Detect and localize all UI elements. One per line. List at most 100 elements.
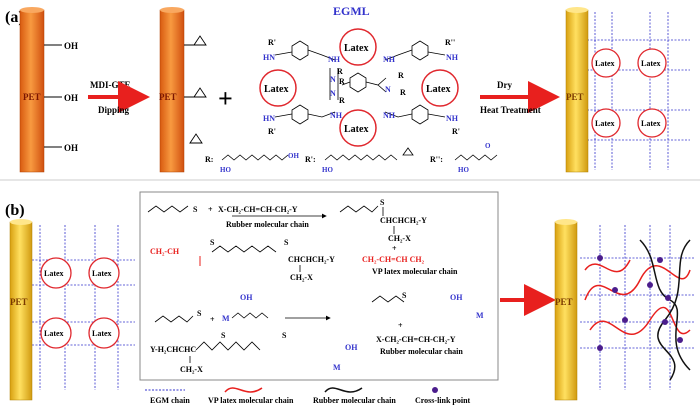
hn-label: HN: [263, 114, 275, 123]
m-label: M: [333, 363, 341, 372]
s-radical: S: [380, 198, 385, 207]
o-label: O: [485, 142, 491, 150]
latex-label: Latex: [595, 59, 615, 68]
legend: EGM chain VP latex molecular chain Rubbe…: [145, 387, 471, 405]
mechanism-reaction-1: S + X-CH₂-CH=CH-CH₂-Y Rubber molecular c…: [147, 198, 458, 276]
latex-label: Latex: [641, 59, 661, 68]
latex-label: Latex: [264, 84, 288, 95]
r1-label: R': [268, 38, 276, 47]
rubber-reagent-2-label: Rubber molecular chain: [380, 347, 463, 356]
ho-label: HO: [458, 166, 469, 174]
pet-label: PET: [566, 92, 584, 102]
oh-label: OH: [450, 293, 463, 302]
r-label: R: [337, 67, 343, 76]
n-label: N: [330, 89, 336, 98]
oh-label: OH: [64, 41, 78, 51]
pet-label: PET: [159, 92, 177, 102]
vp-left: CH₂-CH: [150, 247, 180, 256]
y-group: CHCHCH₂-Y: [288, 255, 335, 264]
r-label: R: [339, 77, 345, 86]
panel-a-label: (a): [5, 9, 24, 26]
oh-label: OH: [64, 143, 78, 153]
oh-label: OH: [240, 293, 253, 302]
arrow2-process: Heat Treatment: [480, 105, 541, 115]
egml-label: EGML: [333, 4, 370, 18]
legend-vp: VP latex molecular chain: [208, 396, 294, 405]
product2-left: Y-H₂CHCHC: [150, 345, 196, 354]
x-group: CH₂-X: [290, 273, 313, 282]
egml-latex-particles: Latex Latex Latex Latex: [259, 28, 459, 147]
product2-bottom: CH₂-X: [180, 365, 203, 374]
s-radical: S: [197, 309, 202, 318]
latex-label: Latex: [344, 43, 368, 54]
pet-label: PET: [23, 92, 41, 102]
product1-bottom: CH₂-X: [388, 234, 411, 243]
legend-r1: R':: [305, 155, 316, 164]
pet-label: PET: [10, 297, 28, 307]
mechanism-reaction-3: S + M OH S OH M + X-CH₂-CH=CH-CH₂-Y Rubb…: [154, 291, 484, 356]
latex-label: Latex: [426, 84, 450, 95]
latex-label: Latex: [92, 269, 112, 278]
mechanism-product: Y-H₂CHCHC S S CH₂-X OH M: [150, 331, 358, 374]
pet-fiber-3: PET Latex Latex Latex Latex: [565, 7, 690, 173]
pet-fiber-1: PET: [19, 7, 45, 173]
arrow1-reagent: MDI-GTE: [90, 80, 131, 90]
r-label: R: [398, 71, 404, 80]
latex-label: Latex: [92, 329, 112, 338]
s-radical: S: [402, 291, 407, 300]
oh-label: OH: [345, 343, 358, 352]
substituent-legend: R: HO OH R': HO R'': HO O: [205, 142, 498, 174]
reaction-arrow-1: MDI-GTE Dipping: [88, 80, 150, 115]
nh-label: NH: [383, 55, 396, 64]
s-radical: S: [282, 331, 287, 340]
n-label: N: [385, 85, 391, 94]
s-radical: S: [193, 205, 198, 214]
mechanism-reaction-2: CH₂-CH CH₂-CH S S CHCHCH₂-Y CH₂-X: [150, 238, 335, 282]
latex-label: Latex: [44, 269, 64, 278]
r1-label: R': [268, 127, 276, 136]
plus-sign: +: [218, 84, 233, 113]
arrow1-process: Dipping: [98, 105, 130, 115]
arrow2-reagent: Dry: [497, 80, 512, 90]
rubber-reagent-1-label: Rubber molecular chain: [226, 220, 309, 229]
plus-sign: +: [208, 205, 213, 214]
latex-label: Latex: [44, 329, 64, 338]
plus-sign: +: [210, 315, 215, 324]
vp-chain: CH₂-CH=CH CH₂: [362, 255, 425, 264]
r-label: R: [339, 96, 345, 105]
epoxide-groups: [184, 35, 207, 144]
latex-label: Latex: [641, 119, 661, 128]
oh-label: OH: [64, 93, 78, 103]
plus-sign: +: [398, 321, 403, 330]
s-radical: S: [221, 331, 226, 340]
pet-fiber-2: PET: [159, 7, 185, 173]
panel-b-label: (b): [5, 202, 25, 219]
egml-atoms: R' HN NH R N R N R NH R N R R'' NH HN R'…: [263, 38, 460, 136]
r2-label: R'': [445, 38, 455, 47]
pet-label: PET: [555, 297, 573, 307]
product1-top: CHCHCH₂-Y: [380, 216, 427, 225]
reaction-arrow-2: Dry Heat Treatment: [480, 80, 560, 115]
ho-label: HO: [220, 166, 231, 174]
vp-chain-label: VP latex molecular chain: [372, 267, 458, 276]
r1-label: R': [452, 127, 460, 136]
hn-label: HN: [263, 53, 275, 62]
latex-label: Latex: [595, 119, 615, 128]
nh-label: NH: [383, 111, 396, 120]
s-radical: S: [284, 238, 289, 247]
ho-label: HO: [322, 166, 333, 174]
rubber-reagent-2: X-CH₂-CH=CH-CH₂-Y: [376, 335, 456, 344]
legend-egm: EGM chain: [150, 396, 190, 405]
nh-label: NH: [446, 53, 459, 62]
mechanism-box: [139, 191, 499, 381]
r-label: R: [400, 88, 406, 97]
oh-small-label: OH: [288, 152, 299, 160]
legend-rubber: Rubber molecular chain: [313, 396, 396, 405]
legend-r2: R'':: [430, 155, 443, 164]
pet-fiber-5: PET: [554, 219, 695, 401]
egml-network: [274, 40, 446, 125]
legend-crosslink: Cross-link point: [415, 396, 471, 405]
m-label: M: [222, 314, 230, 323]
nh-label: NH: [446, 114, 459, 123]
